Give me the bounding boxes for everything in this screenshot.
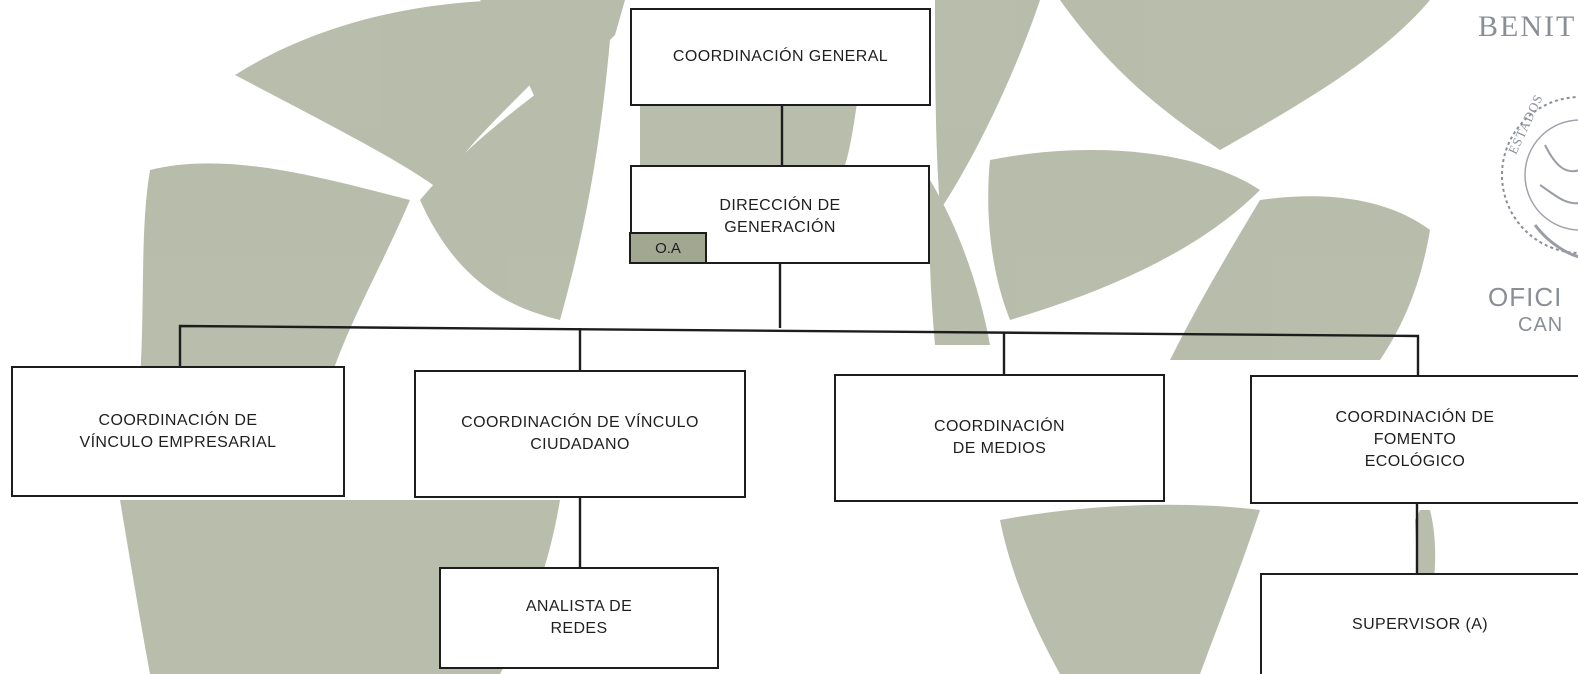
stamp-city-text: CAN: [1518, 314, 1564, 336]
bg-petal-lower-right: [1000, 504, 1260, 674]
bg-petal-right-inner: [935, 0, 1040, 210]
box-coordinacion-medios: COORDINACIÓN DE MEDIOS: [834, 374, 1165, 502]
box-analista-redes: ANALISTA DE REDES: [439, 567, 719, 669]
label-coordinacion-general: COORDINACIÓN GENERAL: [672, 48, 889, 65]
box-coordinacion-vinculo-ciudadano: COORDINACIÓN DE VÍNCULO CIUDADANO: [414, 370, 746, 498]
label-direccion-generacion: DIRECCIÓN DE GENERACIÓN: [719, 197, 841, 236]
bg-petal-right-lower: [1170, 196, 1430, 360]
box-supervisor: SUPERVISOR (A): [1260, 573, 1578, 674]
label-coordinacion-fomento-ecologico: COORDINACIÓN DE FOMENTO ECOLÓGICO: [1335, 408, 1495, 470]
box-coordinacion-fomento-ecologico: COORDINACIÓN DE FOMENTO ECOLÓGICO: [1250, 375, 1578, 504]
label-analista-redes: ANALISTA DE REDES: [525, 598, 633, 637]
oa-badge: O.A: [629, 232, 707, 264]
bg-petal-center-top-left: [480, 0, 625, 110]
box-coordinacion-general: COORDINACIÓN GENERAL: [630, 8, 931, 106]
bg-petal-right-top: [1060, 0, 1430, 150]
stamp-top-text: BENIT: [1478, 10, 1577, 43]
seal-icon: [1501, 96, 1578, 259]
connector-horizontal-bar: [178, 324, 1420, 376]
label-supervisor: SUPERVISOR (A): [1352, 615, 1488, 633]
label-coordinacion-vinculo-empresarial: COORDINACIÓN DE VÍNCULO EMPRESARIAL: [79, 411, 277, 451]
label-coordinacion-medios: COORDINACIÓN DE MEDIOS: [933, 418, 1066, 457]
bg-petal-left-inner: [420, 40, 610, 320]
bg-petal-left-top: [235, 0, 600, 190]
bg-petal-mid-right: [929, 180, 990, 345]
bg-petal-right: [988, 150, 1260, 320]
box-coordinacion-vinculo-empresarial: COORDINACIÓN DE VÍNCULO EMPRESARIAL: [11, 366, 345, 497]
oa-badge-label: O.A: [655, 239, 681, 257]
label-coordinacion-vinculo-ciudadano: COORDINACIÓN DE VÍNCULO CIUDADANO: [461, 414, 699, 453]
stamp-office-text: OFICI: [1488, 282, 1563, 312]
